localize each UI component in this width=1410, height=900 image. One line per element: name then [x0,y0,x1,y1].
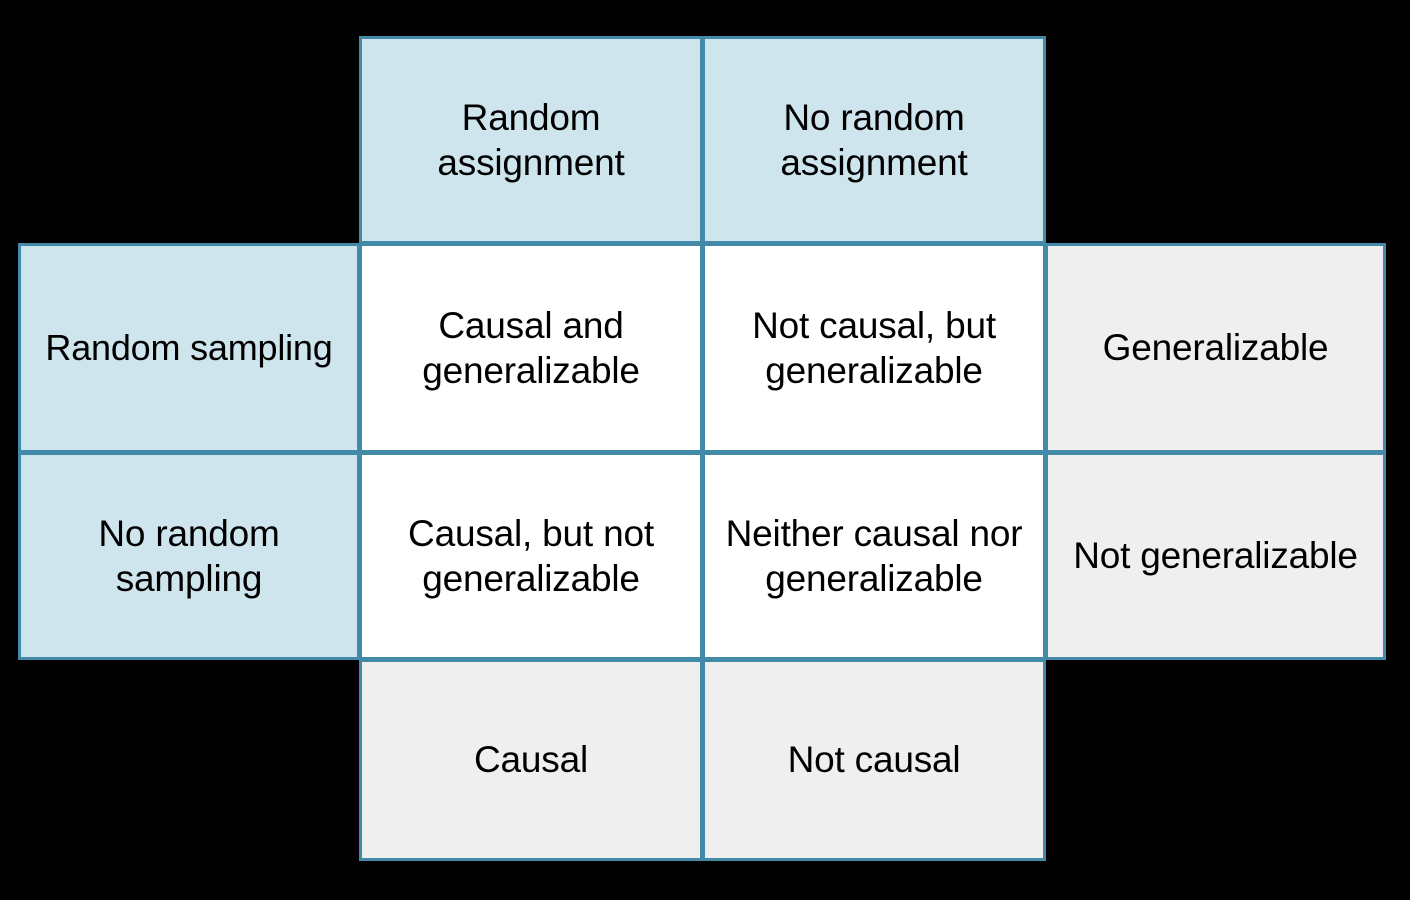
row-summary-not-generalizable: Not generalizable [1045,452,1386,660]
cell-causal-and-generalizable: Causal and generalizable [359,243,703,453]
cell-neither-causal-nor-generalizable: Neither causal nor generalizable [702,452,1046,660]
column-summary-causal: Causal [359,659,703,861]
row-header-no-random-sampling: No random sampling [18,452,360,660]
column-header-no-random-assignment: No random assignment [702,36,1046,244]
row-header-random-sampling: Random sampling [18,243,360,453]
row-summary-generalizable: Generalizable [1045,243,1386,453]
column-summary-not-causal: Not causal [702,659,1046,861]
cell-not-causal-but-generalizable: Not causal, but generalizable [702,243,1046,453]
column-header-random-assignment: Random assignment [359,36,703,244]
cell-causal-but-not-generalizable: Causal, but not generalizable [359,452,703,660]
